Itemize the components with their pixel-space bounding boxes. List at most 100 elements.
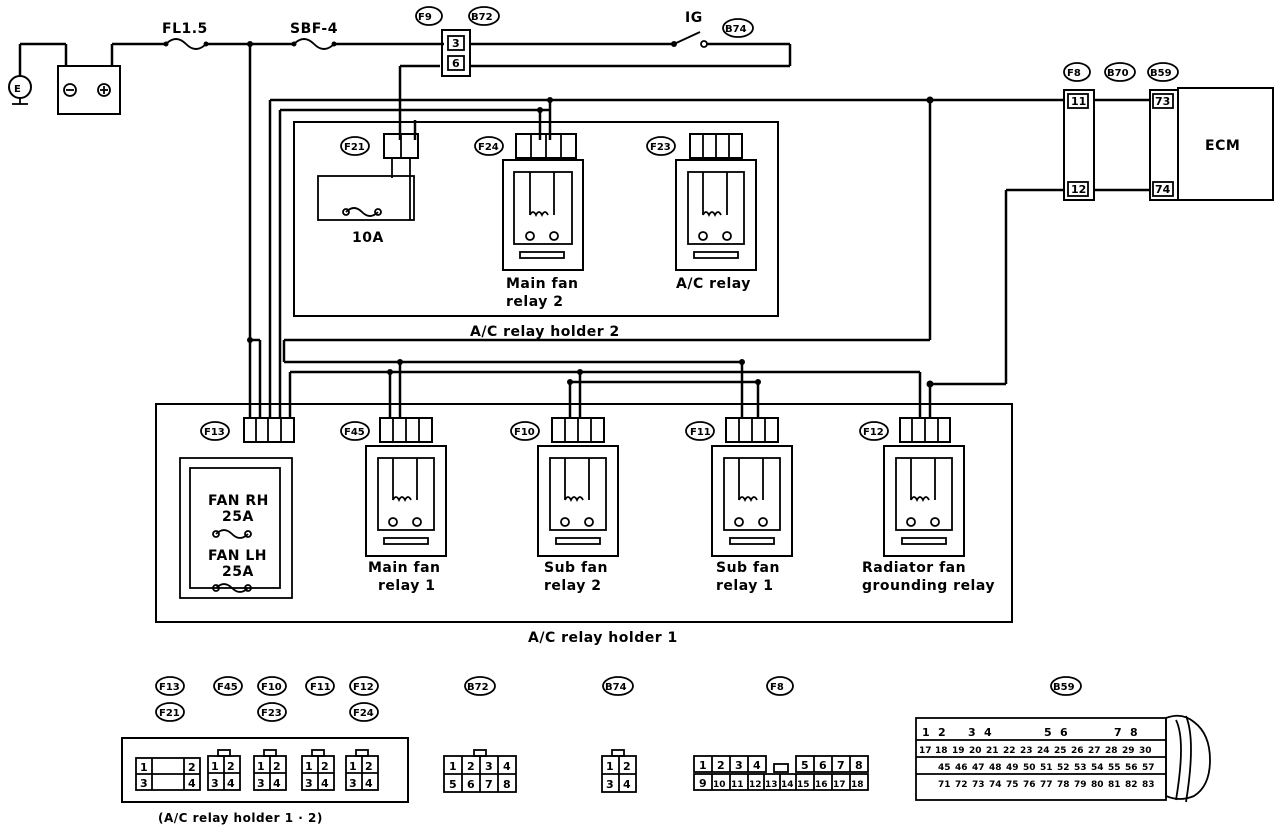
ecm-label: ECM [1205, 138, 1240, 154]
holder2-wiring [247, 44, 932, 418]
relay-socket-2: 1 2 3 4 [253, 749, 287, 791]
f8-pin-16: 16 [815, 780, 828, 790]
b59-pin-8: 8 [1130, 726, 1138, 739]
fuse-sbf4-symbol [293, 38, 335, 50]
pin-holder-4: 4 [188, 777, 196, 790]
f8-pin-7: 7 [837, 759, 845, 772]
b59-pin-75: 75 [1006, 780, 1019, 790]
relay-socket-1: 1 2 3 4 [207, 749, 241, 791]
holder12-label: (A/C relay holder 1 · 2) [158, 811, 323, 825]
f8-pin-12: 12 [749, 780, 762, 790]
b59-pin-4: 4 [984, 726, 992, 739]
label-f23: F23 [650, 142, 671, 153]
label-f21: F21 [344, 142, 365, 153]
b59-pin-55: 55 [1108, 763, 1121, 773]
b59-pin-1: 1 [922, 726, 930, 739]
b59-pin-2: 2 [938, 726, 946, 739]
f8-pin-5: 5 [801, 759, 809, 772]
ig-switch [673, 31, 701, 45]
main-fan-relay-1-label-1: Main fan [368, 560, 441, 576]
b59-pin-27: 27 [1088, 746, 1101, 756]
holder2-label: A/C relay holder 2 [470, 324, 620, 340]
b59-pin-47: 47 [972, 763, 985, 773]
power-line: E FL1.5 SBF-4 3 6 F9 [8, 6, 792, 140]
main-fan-relay-1-label-2: relay 1 [378, 578, 435, 594]
pin-f9-6: 6 [452, 57, 460, 70]
relay-socket-1-pin-3: 3 [211, 777, 219, 790]
fuse-block-f13: F13 FAN RH 25A FAN LH 25A [179, 417, 295, 599]
f8-pin-9: 9 [699, 777, 707, 790]
fan-rh-label: FAN RH [208, 493, 269, 509]
b59-pin-20: 20 [969, 746, 982, 756]
f8-pin-4: 4 [753, 759, 761, 772]
legend-f45: F45 [217, 682, 238, 693]
sub-fan-relay-1-label-1: Sub fan [716, 560, 780, 576]
fuse-fl15-symbol [165, 38, 207, 50]
b59-pin-71: 71 [938, 780, 951, 790]
legend-b74: B74 [605, 682, 627, 693]
relay-socket-4-pin-1: 1 [349, 760, 357, 773]
legend-f12: F12 [353, 682, 374, 693]
b59-pin-17: 17 [919, 746, 932, 756]
b74-pin-3: 3 [606, 778, 614, 791]
label-f10: F10 [514, 427, 535, 438]
b59-pin-28: 28 [1105, 746, 1118, 756]
b59-pin-22: 22 [1003, 746, 1016, 756]
legend-b72: B72 [467, 682, 489, 693]
label-f9: F9 [418, 12, 432, 23]
b72-pin-6: 6 [467, 778, 475, 791]
f8-pin-1: 1 [699, 759, 707, 772]
fuse-10a-label: 10A [352, 230, 384, 246]
generator-symbol-letter: E [14, 84, 21, 95]
b72-pin-2: 2 [467, 760, 475, 773]
label-f13: F13 [204, 427, 225, 438]
f8-pin-15: 15 [797, 780, 810, 790]
sub-fan-relay-2-label-1: Sub fan [544, 560, 608, 576]
f8-pin-14: 14 [781, 780, 794, 790]
b59-pin-19: 19 [952, 746, 965, 756]
radiator-fan-grounding-relay: F12 Radiator fan grounding relay [859, 417, 995, 594]
b59-pin-52: 52 [1057, 763, 1070, 773]
b59-row4: 71 72 73 74 75 76 77 78 79 80 81 82 83 [938, 780, 1155, 790]
relay-socket-4-pin-4: 4 [365, 777, 373, 790]
b72-pin-8: 8 [503, 778, 511, 791]
b59-pin-74: 74 [989, 780, 1002, 790]
legend-f21: F21 [159, 708, 180, 719]
b59-pinout: 1 2 3 4 5 6 7 8 17 18 19 20 21 22 23 24 … [915, 714, 1211, 803]
b59-pin-53: 53 [1074, 763, 1087, 773]
f8-pin-8: 8 [855, 759, 863, 772]
label-f12: F12 [863, 427, 884, 438]
radiator-relay-label-2: grounding relay [862, 578, 995, 594]
b59-pin-50: 50 [1023, 763, 1036, 773]
main-fan-relay-2: F24 Main fan relay 2 [474, 133, 584, 310]
legend-b59: B59 [1053, 682, 1075, 693]
b59-pin-46: 46 [955, 763, 968, 773]
fuse-block-f21: F21 10A [317, 133, 419, 246]
label-b70: B70 [1107, 68, 1129, 79]
fan-lh-amp: 25A [222, 564, 254, 580]
label-b72: B72 [471, 12, 493, 23]
b59-pin-21: 21 [986, 746, 999, 756]
relay-socket-2-pin-3: 3 [257, 777, 265, 790]
ac-relay-holder-1 [155, 403, 1013, 623]
relay-socket-2-pin-1: 1 [257, 760, 265, 773]
f8-pin-10: 10 [713, 780, 726, 790]
legend-f10: F10 [261, 682, 282, 693]
b59-pin-56: 56 [1125, 763, 1138, 773]
f8-bottom-row: 9 10 11 12 13 14 15 16 17 18 [699, 774, 864, 790]
pin-holder-1: 1 [140, 761, 148, 774]
relay-socket-3-pin-1: 1 [305, 760, 313, 773]
radiator-relay-label-1: Radiator fan [862, 560, 966, 576]
b59-pin-26: 26 [1071, 746, 1084, 756]
b59-pin-3: 3 [968, 726, 976, 739]
b59-pin-83: 83 [1142, 780, 1155, 790]
label-f45: F45 [344, 427, 365, 438]
f8-pin-6: 6 [819, 759, 827, 772]
b59-pin-48: 48 [989, 763, 1002, 773]
b59-pin-77: 77 [1040, 780, 1053, 790]
relay-socket-3-pin-4: 4 [321, 777, 329, 790]
b59-pin-82: 82 [1125, 780, 1138, 790]
relay-socket-4-pin-3: 3 [349, 777, 357, 790]
b59-pin-23: 23 [1020, 746, 1033, 756]
f8-pin-18: 18 [851, 780, 864, 790]
